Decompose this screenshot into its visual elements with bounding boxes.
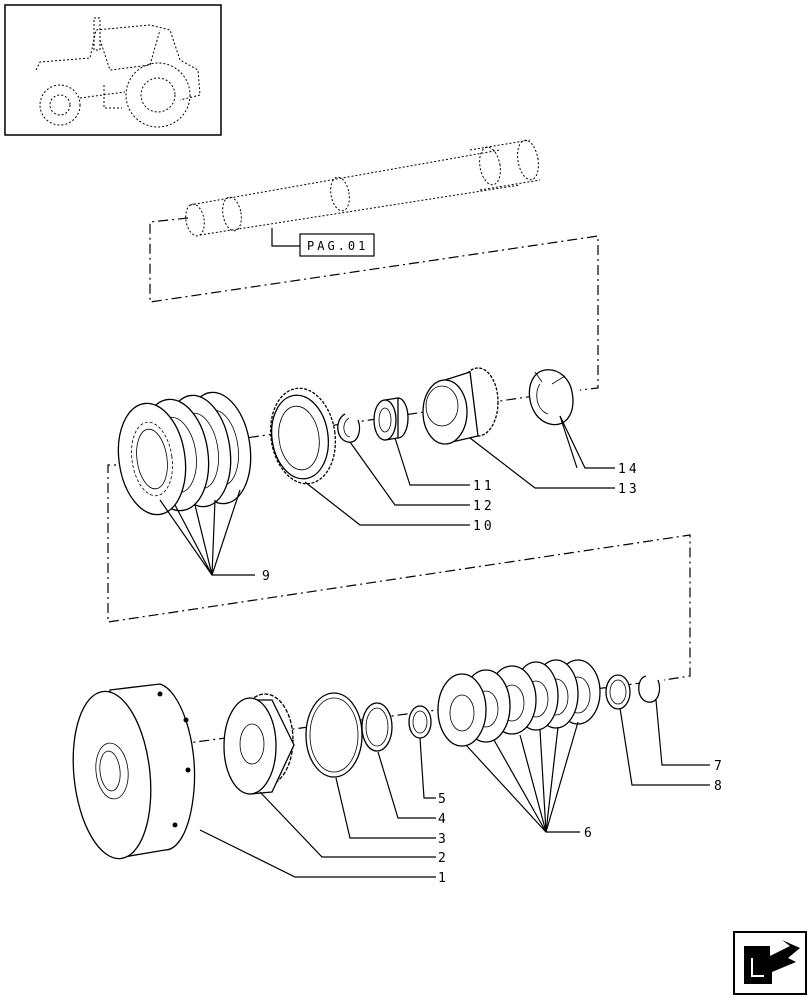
callout-8: 8	[714, 779, 725, 794]
circlip	[638, 675, 661, 703]
piston	[223, 693, 295, 795]
o-ring-small-inner	[412, 710, 428, 734]
callout-7: 7	[714, 759, 725, 774]
reference-tag-box	[299, 233, 375, 257]
o-ring-large	[305, 692, 363, 778]
needle-bearing	[373, 397, 409, 441]
clutch-disc-pack	[117, 391, 252, 516]
next-page-arrow-icon[interactable]	[733, 931, 807, 995]
toothed-disc	[269, 387, 337, 485]
callout-9: 9	[262, 569, 273, 584]
snap-ring-small-inner	[343, 417, 351, 438]
assembly-line-top	[149, 217, 599, 391]
callout-4: 4	[438, 812, 449, 827]
callout-11: 11	[473, 479, 495, 494]
callout-labels: 14 13 11 12 10 9 7 8 6 5 4 3 2 1	[262, 462, 725, 886]
leader-lines	[159, 415, 710, 878]
gear	[422, 367, 499, 445]
snap-ring-small	[337, 413, 361, 443]
o-ring-medium	[361, 702, 393, 752]
callout-1: 1	[438, 871, 449, 886]
callout-14: 14	[618, 462, 640, 477]
callout-3: 3	[438, 832, 449, 847]
washer-inner	[609, 679, 627, 705]
o-ring-medium-inner	[365, 707, 389, 747]
shaft-ref-leader	[271, 228, 300, 247]
callout-6: 6	[584, 826, 595, 841]
belleville-spring-stack	[437, 659, 601, 747]
callout-2: 2	[438, 851, 449, 866]
o-ring-large-inner	[309, 697, 359, 773]
callout-13: 13	[618, 482, 640, 497]
snap-ring-large	[528, 369, 574, 426]
shaft-reference	[185, 139, 541, 237]
reference-tag: PAG.01	[307, 239, 368, 253]
housing	[72, 683, 196, 860]
callout-10: 10	[473, 519, 495, 534]
callout-12: 12	[473, 499, 495, 514]
tractor-thumbnail-icon	[4, 4, 222, 136]
callout-5: 5	[438, 792, 449, 807]
